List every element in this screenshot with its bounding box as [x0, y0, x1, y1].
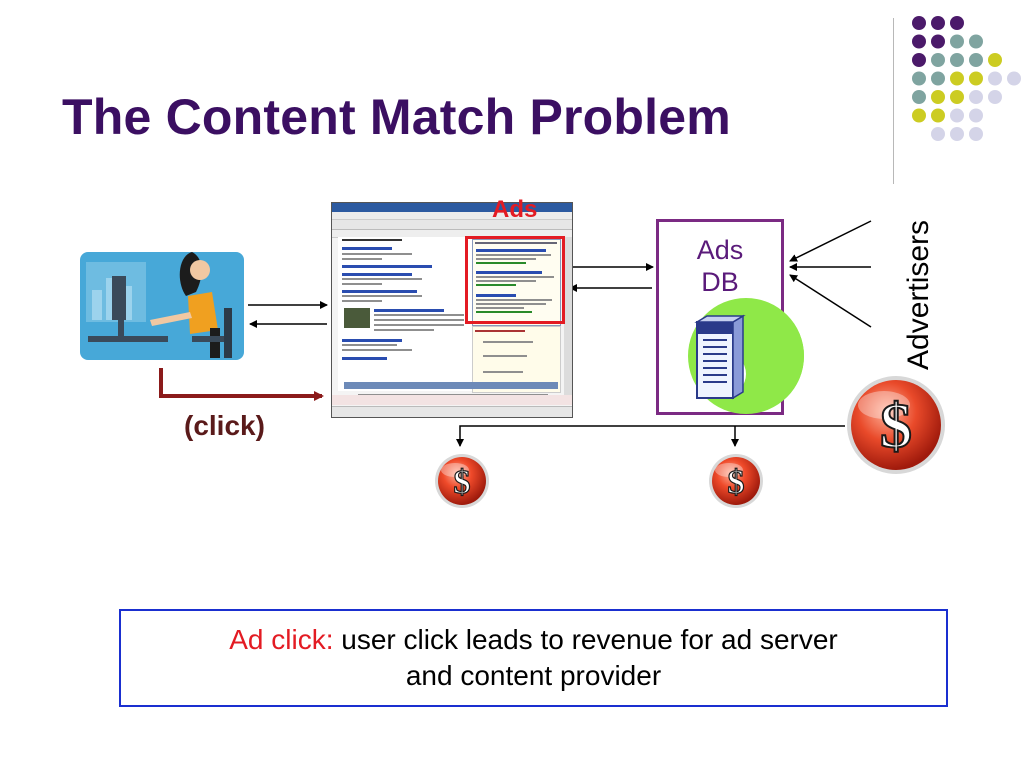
- caption-line2: and content provider: [405, 660, 662, 691]
- svg-text:$: $: [728, 464, 745, 501]
- dollar-coin-icon: $: [847, 376, 945, 474]
- decorative-dot: [950, 90, 964, 104]
- decorative-dot: [969, 108, 983, 123]
- decorative-divider: [893, 18, 894, 184]
- decorative-dot: [931, 34, 945, 49]
- dollar-coin-icon: $: [709, 454, 763, 508]
- caption-line1: user click leads to revenue for ad serve…: [333, 624, 838, 655]
- decorative-dot: [969, 127, 983, 141]
- decorative-dot: [912, 71, 926, 86]
- click-label: (click): [184, 410, 265, 441]
- decorative-dot: [969, 34, 983, 49]
- advertisers-label: Advertisers: [902, 219, 935, 370]
- decorative-dot: [912, 90, 926, 104]
- decorative-dot: [931, 90, 945, 104]
- decorative-dot: [931, 71, 945, 86]
- decorative-dot: [1007, 71, 1021, 86]
- decorative-dot: [969, 53, 983, 67]
- ads-label: Ads: [492, 196, 538, 223]
- decorative-dot: [912, 53, 926, 67]
- decorative-dot: [912, 34, 926, 49]
- ads-db-label-line2: DB: [701, 267, 739, 297]
- decorative-dot: [950, 71, 964, 86]
- ads-db-label-line1: Ads: [696, 235, 744, 265]
- decorative-dot: [969, 71, 983, 86]
- ads-db-box: Ads DB: [656, 219, 784, 415]
- caption-box: Ad click: user click leads to revenue fo…: [119, 609, 948, 707]
- decorative-dot: [931, 53, 945, 67]
- decorative-dot: [931, 127, 945, 141]
- ads-db-label: Ads DB: [659, 234, 781, 298]
- decorative-dot: [950, 108, 964, 123]
- decorative-dot: [988, 53, 1002, 67]
- decorative-dot: [988, 71, 1002, 86]
- decorative-dot: [950, 16, 964, 30]
- slide-title: The Content Match Problem: [62, 89, 731, 145]
- ads-highlight-box: [465, 236, 565, 324]
- decorative-dot: [950, 127, 964, 141]
- decorative-dot: [912, 16, 926, 30]
- svg-text:$: $: [880, 390, 912, 461]
- decorative-dot: [950, 53, 964, 67]
- decorative-dot: [988, 90, 1002, 104]
- decorative-dot: [969, 90, 983, 104]
- dollar-coin-icon: $: [435, 454, 489, 508]
- decorative-dot: [931, 16, 945, 30]
- decorative-dot: [912, 108, 926, 123]
- decorative-dot: [931, 108, 945, 123]
- decorative-dot: [950, 34, 964, 49]
- caption-highlight: Ad click:: [229, 624, 334, 655]
- svg-text:$: $: [454, 464, 471, 501]
- user-at-computer-icon: [80, 252, 244, 360]
